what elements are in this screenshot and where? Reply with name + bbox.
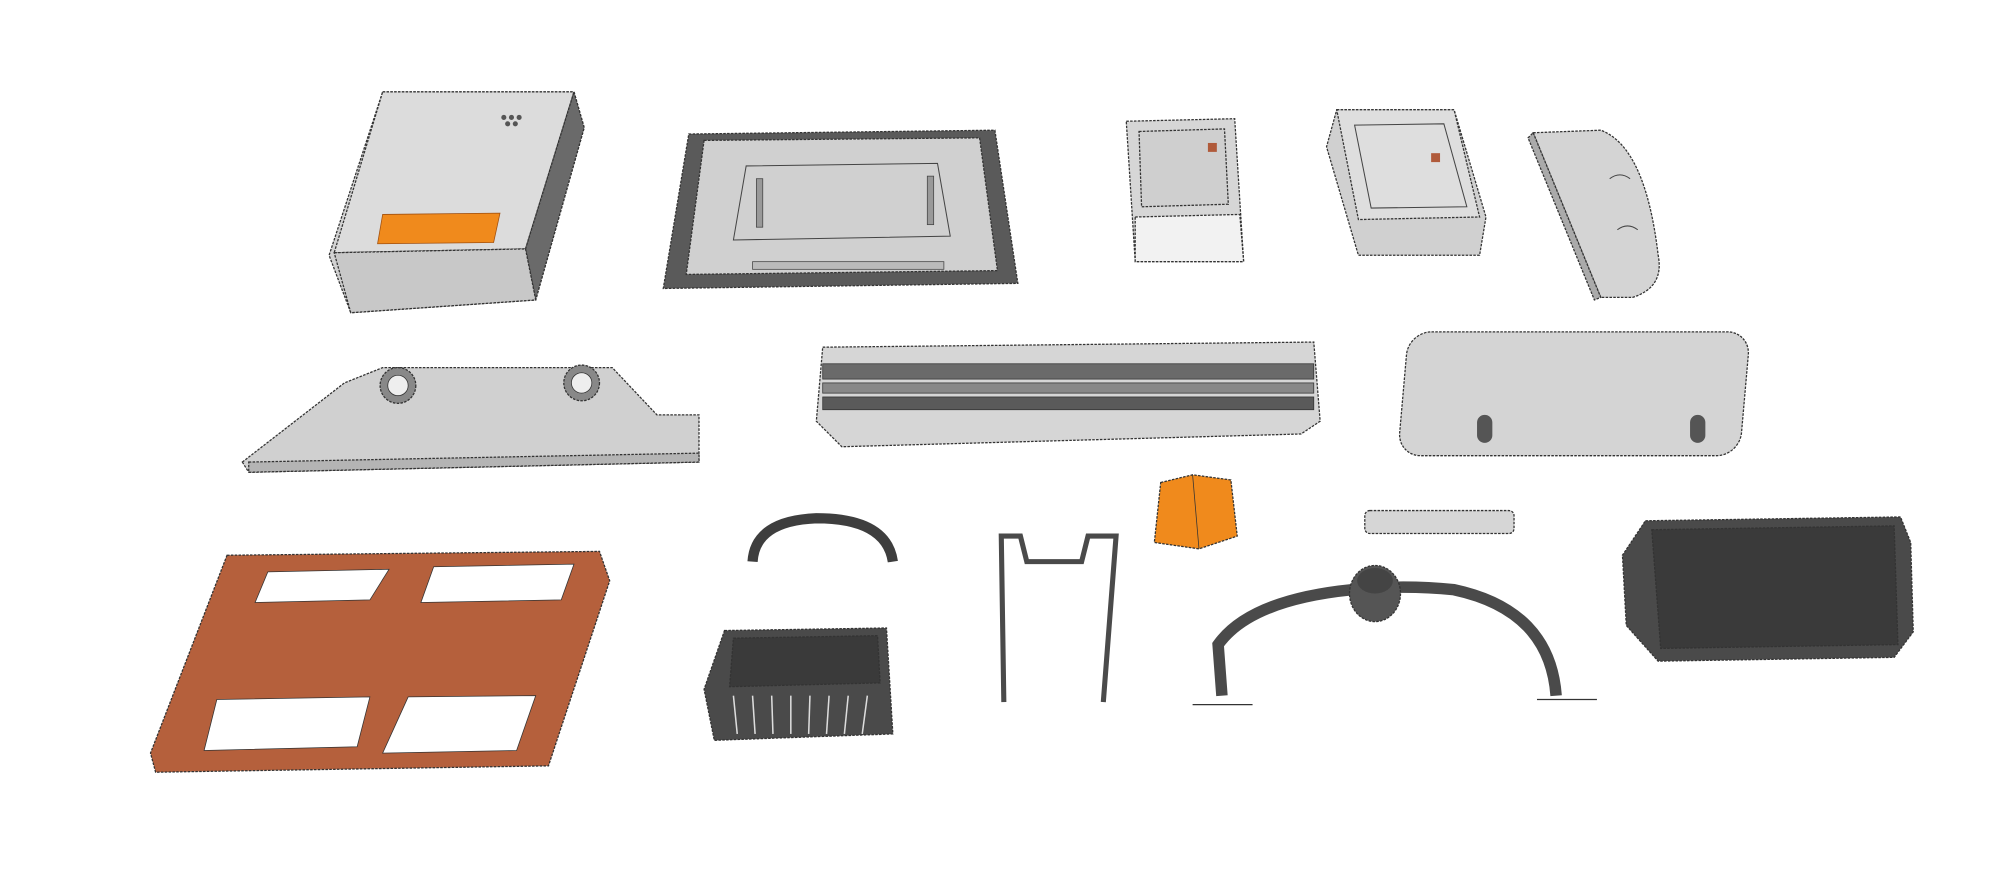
tray-frame-part [662, 129, 1019, 290]
orange-block-part [1153, 474, 1238, 550]
long-rail-part [815, 341, 1321, 448]
cover-box-part [1325, 109, 1487, 256]
wire-hanger-part [998, 533, 1119, 703]
rounded-panel-part [1398, 331, 1750, 457]
small-bar-part [1364, 509, 1515, 535]
bracket-plate-part [1527, 129, 1660, 301]
enclosure-box-part [328, 89, 585, 314]
vent-plate-part [241, 364, 700, 473]
dark-housing-part [1621, 516, 1914, 662]
arc-clip-part [747, 513, 898, 563]
handle-arc-part [1192, 564, 1597, 706]
warning-label [377, 212, 501, 245]
copper-frame-part [149, 550, 611, 773]
small-housing-part [1125, 118, 1245, 263]
basket-part [703, 627, 894, 741]
